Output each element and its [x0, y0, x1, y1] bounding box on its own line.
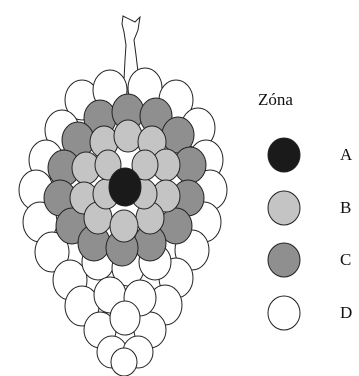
berry-zone-d	[111, 348, 137, 376]
berry-zone-a	[109, 168, 141, 206]
legend-swatch-b	[268, 191, 300, 225]
legend-label-a: A	[340, 145, 353, 164]
berry-zone-d	[110, 301, 140, 335]
legend-label-b: B	[340, 198, 351, 217]
grape-cluster	[19, 68, 227, 376]
legend-label-c: C	[340, 250, 351, 269]
legend-swatch-a	[268, 138, 300, 172]
berry-zone-b	[110, 210, 138, 242]
legend-swatch-d	[268, 296, 300, 330]
berry-zone-b	[114, 120, 142, 152]
legend-title: Zóna	[258, 90, 293, 109]
legend-label-d: D	[340, 303, 352, 322]
legend-swatch-c	[268, 243, 300, 277]
legend: Zóna A B C D	[258, 90, 353, 330]
